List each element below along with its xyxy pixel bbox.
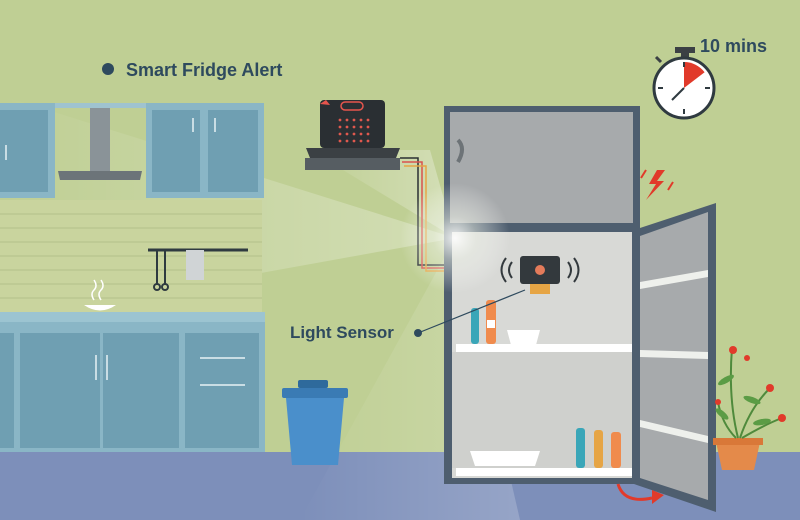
fridge	[444, 106, 640, 484]
trash-bin-icon	[282, 380, 348, 465]
plant-icon	[713, 346, 786, 470]
light-sensor-label: Light Sensor	[290, 323, 394, 342]
lower-cabinets	[0, 312, 265, 452]
upper-cabinets	[0, 103, 264, 198]
light-sensor-module-icon	[500, 256, 580, 294]
stopwatch-icon	[652, 47, 716, 120]
diagram-title: Smart Fridge Alert	[126, 60, 283, 80]
fridge-contents	[470, 300, 621, 468]
tile-backsplash	[0, 200, 262, 312]
steaming-bowl	[84, 279, 116, 311]
utensil-rail	[148, 248, 248, 291]
range-hood	[55, 103, 146, 180]
light-glow	[400, 183, 510, 293]
lightning-icon	[640, 169, 674, 200]
dot-icon	[102, 63, 114, 75]
timer-label: 10 mins	[700, 36, 768, 56]
sensor-leader-line	[414, 289, 526, 337]
curved-arrow-icon	[616, 483, 664, 504]
fridge-door	[634, 203, 716, 512]
microbit-board-icon	[305, 100, 400, 170]
